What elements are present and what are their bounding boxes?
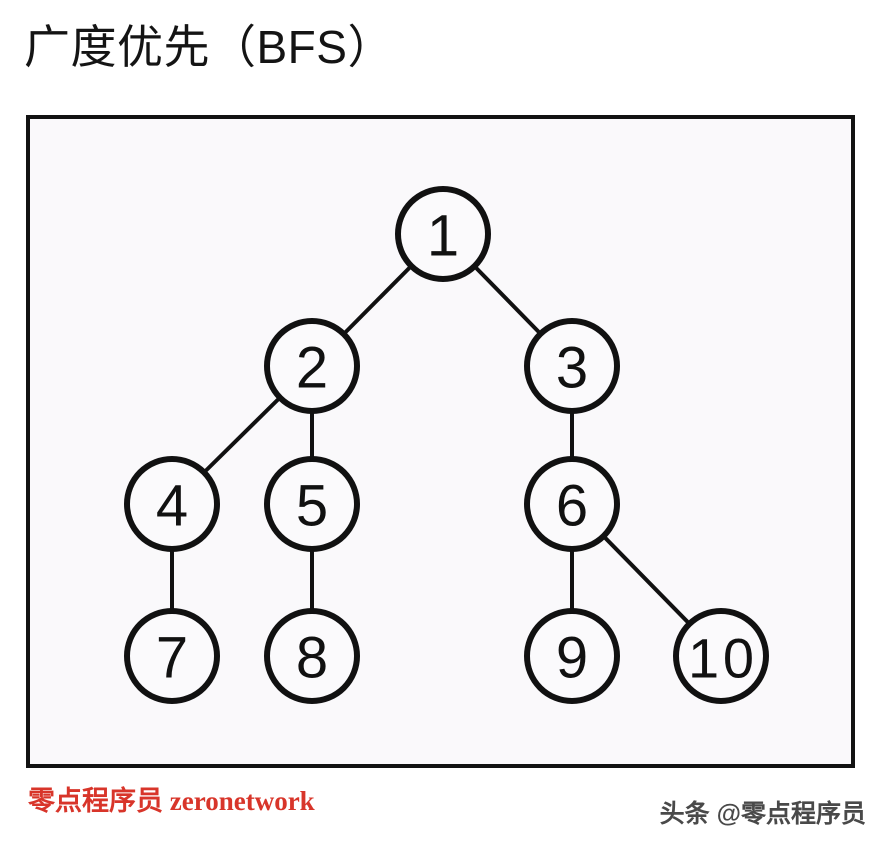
tree-edge-2-4 xyxy=(201,395,283,475)
node-label-5: 5 xyxy=(296,474,328,539)
node-label-1: 1 xyxy=(427,204,459,269)
credit-text: 零点程序员 zeronetwork xyxy=(28,786,315,816)
tree-node-1[interactable]: 1 xyxy=(395,186,491,282)
node-circle-1 xyxy=(395,186,491,282)
tree-node-9[interactable]: 9 xyxy=(524,608,620,704)
node-circle-5 xyxy=(264,456,360,552)
tree-node-4[interactable]: 4 xyxy=(124,456,220,552)
tree-node-10[interactable]: 10 xyxy=(673,608,769,704)
node-circle-3 xyxy=(524,318,620,414)
tree-node-8[interactable]: 8 xyxy=(264,608,360,704)
node-layer: 1 2 3 4 5 6 7 8 9 10 xyxy=(124,186,769,704)
node-label-7: 7 xyxy=(156,626,188,691)
page-title: 广度优先（BFS） xyxy=(24,21,394,73)
node-circle-10 xyxy=(673,608,769,704)
node-circle-2 xyxy=(264,318,360,414)
tree-node-7[interactable]: 7 xyxy=(124,608,220,704)
watermark-text: 头条 @零点程序员 xyxy=(659,800,866,828)
node-circle-8 xyxy=(264,608,360,704)
tree-edge-1-3 xyxy=(472,264,543,336)
tree-node-2[interactable]: 2 xyxy=(264,318,360,414)
node-label-4: 4 xyxy=(156,474,188,539)
node-circle-4 xyxy=(124,456,220,552)
node-label-6: 6 xyxy=(556,474,588,539)
tree-edge-1-2 xyxy=(341,263,414,337)
node-label-9: 9 xyxy=(556,626,588,691)
node-label-8: 8 xyxy=(296,626,328,691)
bfs-tree-diagram: 1 2 3 4 5 6 7 8 9 10 xyxy=(26,115,855,768)
tree-node-3[interactable]: 3 xyxy=(524,318,620,414)
tree-node-6[interactable]: 6 xyxy=(524,456,620,552)
node-label-3: 3 xyxy=(556,336,588,401)
node-label-2: 2 xyxy=(296,336,328,401)
tree-node-5[interactable]: 5 xyxy=(264,456,360,552)
tree-svg: 1 2 3 4 5 6 7 8 9 10 xyxy=(124,186,769,704)
tree-edge-6-10 xyxy=(601,534,692,626)
edge-layer xyxy=(170,263,692,626)
node-circle-9 xyxy=(524,608,620,704)
node-circle-7 xyxy=(124,608,220,704)
node-circle-6 xyxy=(524,456,620,552)
